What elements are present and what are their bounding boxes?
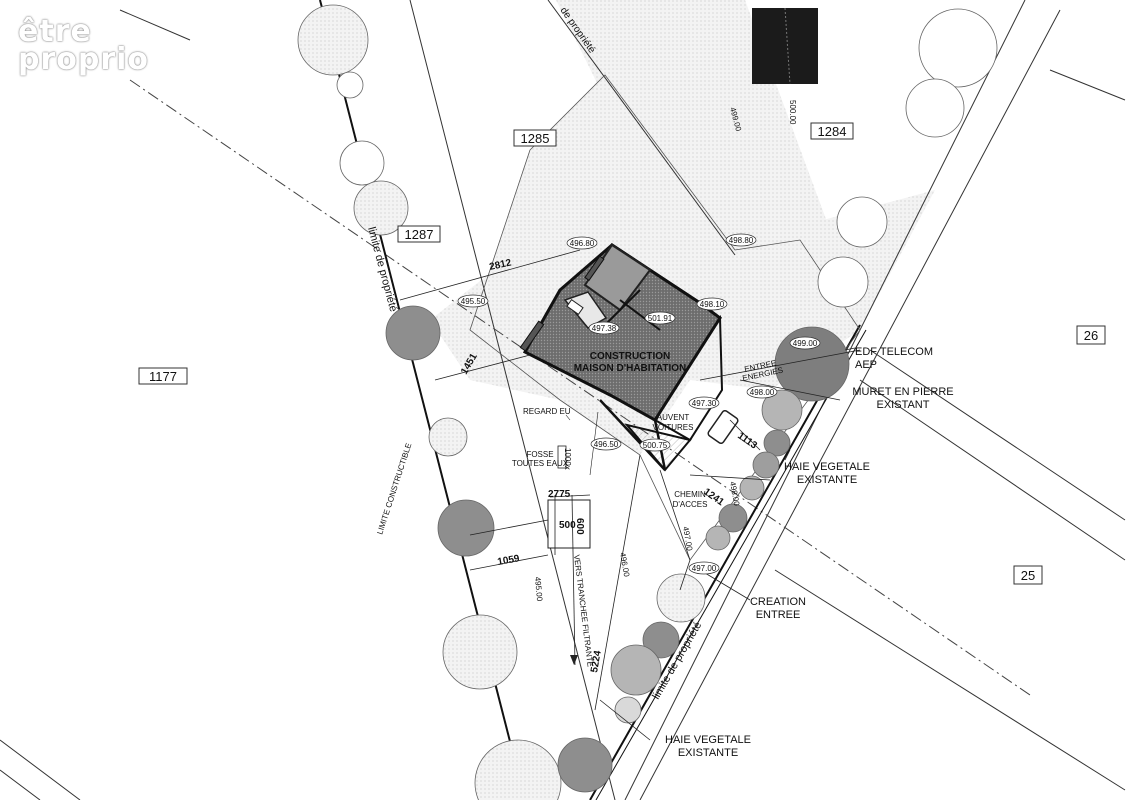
dimension-label: 1113 xyxy=(735,430,759,451)
tree xyxy=(905,78,965,138)
tree xyxy=(474,739,562,800)
tree xyxy=(761,389,803,431)
tree xyxy=(918,8,998,88)
tree xyxy=(297,4,369,76)
tree xyxy=(718,503,748,533)
parcel-label-26: 26 xyxy=(1084,328,1098,343)
level-label: 497.38 xyxy=(592,324,617,333)
dimension-label: 2812 xyxy=(488,257,512,272)
tree xyxy=(739,475,765,501)
parcel-label-1177: 1177 xyxy=(149,369,177,384)
tree xyxy=(817,256,869,308)
watermark-line2: proprio xyxy=(18,42,150,77)
fosse-label-line1: FOSSE xyxy=(526,450,553,459)
haie1-label-line2: EXISTANTE xyxy=(797,474,857,486)
carport-label-line1: AUVENT xyxy=(657,413,690,422)
tree xyxy=(428,417,468,457)
tree xyxy=(614,696,642,724)
dimension-label: 2775 xyxy=(548,489,571,500)
dimension-label: 1059 xyxy=(497,553,521,568)
house-label-line2: MAISON D'HABITATION xyxy=(574,363,687,374)
dimension-label: 600 xyxy=(574,518,585,535)
tree xyxy=(610,644,662,696)
tree xyxy=(763,429,791,457)
contour-label: 500.00 xyxy=(788,100,797,125)
tree xyxy=(752,451,780,479)
parcel-label-25: 25 xyxy=(1021,568,1035,583)
chemin-label-line1: CHEMIN xyxy=(674,490,706,499)
parcel-label-1285: 1285 xyxy=(521,131,550,146)
haie2-label-line1: HAIE VEGETALE xyxy=(665,734,751,746)
fosse-tank xyxy=(557,445,567,469)
level-markers xyxy=(457,233,821,575)
creation-label-line1: CREATION xyxy=(750,596,806,608)
chemin-label-line2: D'ACCES xyxy=(673,500,708,509)
tree xyxy=(705,525,731,551)
trees xyxy=(297,4,998,800)
tree xyxy=(385,305,441,361)
level-label: 498.10 xyxy=(700,300,725,309)
house-label-line1: CONSTRUCTION xyxy=(590,351,671,362)
contour-label: 495.00 xyxy=(533,576,544,602)
contour-label: 497.00 xyxy=(681,526,694,552)
dark-photo-block xyxy=(752,8,818,84)
level-label: 498.00 xyxy=(750,388,775,397)
terrain-zone-west xyxy=(430,250,560,400)
haie1-label-line1: HAIE VEGETALE xyxy=(784,461,870,473)
contour-label: 498.00 xyxy=(728,481,741,507)
tranchee-label: VERS TRANCHEE FILTRANTE xyxy=(572,554,595,667)
dimension-label: 5224 xyxy=(589,649,604,673)
contour-label: 496.00 xyxy=(618,552,631,578)
fosse-size-label: 1000x xyxy=(563,448,572,470)
tree xyxy=(353,180,409,236)
creation-label-line2: ENTREE xyxy=(756,609,801,621)
level-label: 499.00 xyxy=(793,339,818,348)
level-label: 495.50 xyxy=(461,297,486,306)
parcel-label-1284: 1284 xyxy=(818,124,847,139)
dimension-label: 500 xyxy=(559,520,576,531)
haie2-label-line2: EXISTANTE xyxy=(678,747,738,759)
tree xyxy=(336,71,364,99)
parcel-label-1287: 1287 xyxy=(405,227,434,242)
tree xyxy=(656,573,706,623)
level-label: 496.80 xyxy=(570,239,595,248)
tree xyxy=(642,621,680,659)
level-label: 497.30 xyxy=(692,399,717,408)
level-label: 501.91 xyxy=(648,314,673,323)
buildable-limit-label: LIMITE CONSTRUCTIBLE xyxy=(375,442,413,536)
edf-label-line2: AEP xyxy=(855,359,877,371)
level-label: 498.80 xyxy=(729,236,754,245)
car-icon xyxy=(707,409,739,445)
level-label: 497.00 xyxy=(692,564,717,573)
edf-label-line1: EDF TELECOM xyxy=(855,346,933,358)
regard-label: REGARD EU xyxy=(523,407,571,416)
tree xyxy=(836,196,888,248)
tree xyxy=(339,140,385,186)
carport-label-line2: VOITURES xyxy=(653,423,694,432)
muret-label-line2: EXISTANT xyxy=(877,399,930,411)
watermark-logo: être proprio xyxy=(18,14,150,77)
tree xyxy=(557,737,613,793)
dimension-lines xyxy=(399,249,861,741)
tree xyxy=(442,614,518,690)
muret-label-line1: MURET EN PIERRE xyxy=(852,386,953,398)
tree xyxy=(437,499,495,557)
axis-line xyxy=(129,79,1031,696)
watermark-line1: être xyxy=(18,14,92,49)
level-label: 500.75 xyxy=(643,441,668,450)
level-label: 496.50 xyxy=(594,440,619,449)
fosse-label-line2: TOUTES EAUX xyxy=(512,459,569,468)
